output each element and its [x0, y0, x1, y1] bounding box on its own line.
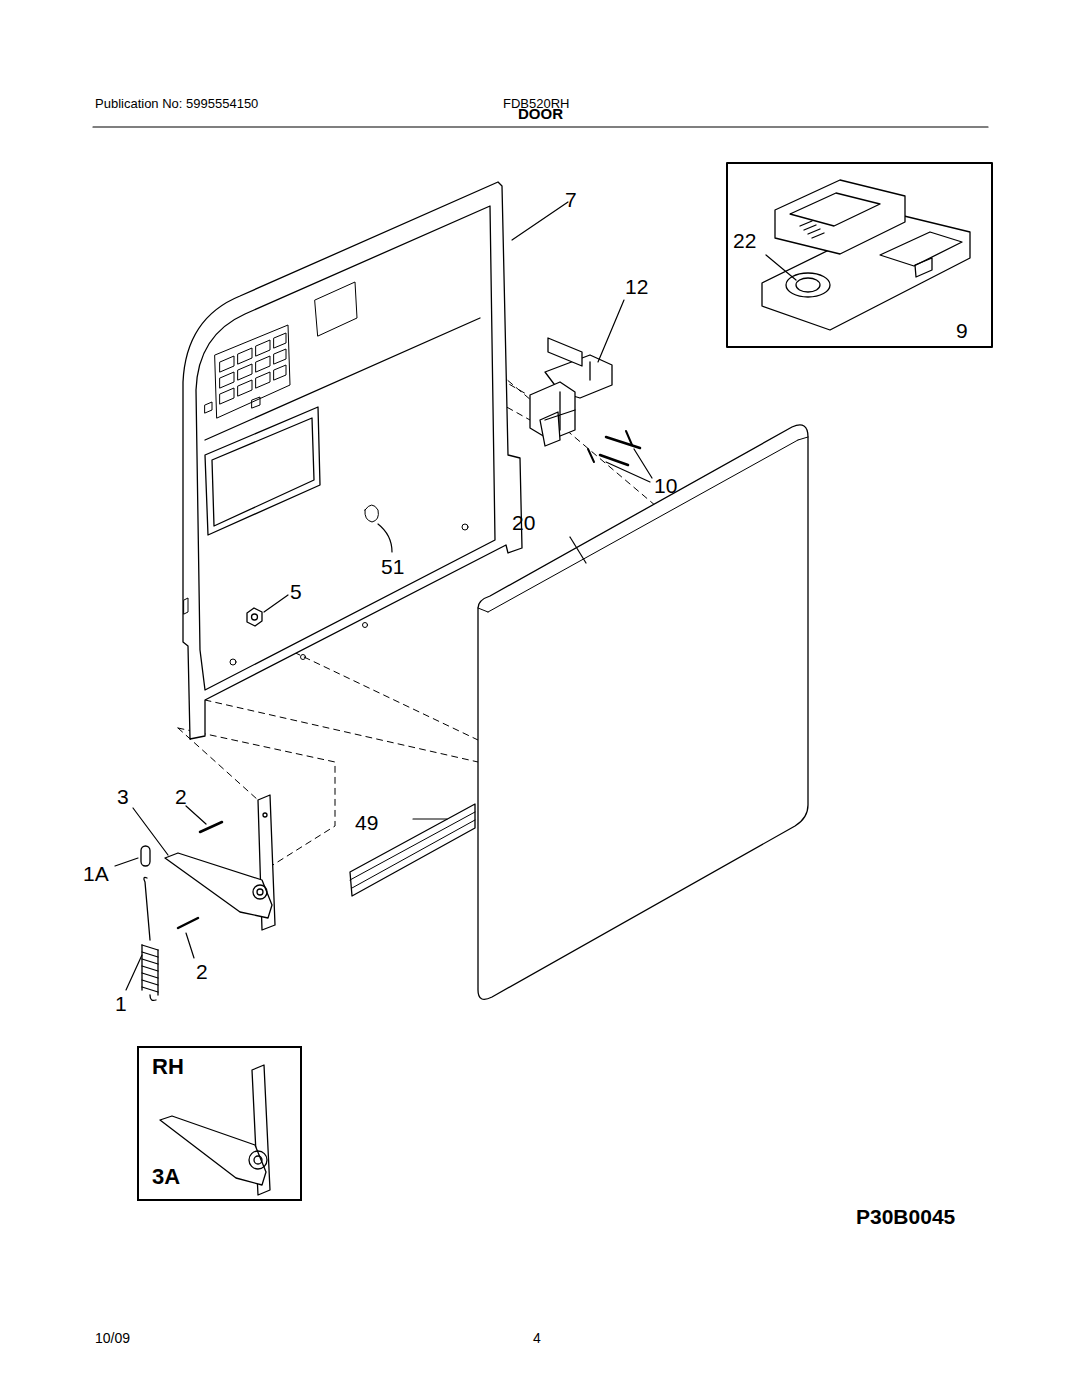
callout-number: 51	[381, 556, 404, 577]
callout-number: 22	[733, 230, 756, 251]
publication-number: Publication No: 5995554150	[95, 97, 258, 110]
callout-number: 5	[290, 581, 302, 602]
page-number: 4	[533, 1331, 541, 1345]
callout-number: 20	[512, 512, 535, 533]
callout-number: 1	[115, 993, 127, 1014]
detail-inset: RH 3A	[137, 1046, 302, 1201]
callout-number: 9	[956, 320, 968, 341]
callout-number: 10	[654, 475, 677, 496]
callout-number: 12	[625, 276, 648, 297]
inset-heading: RH	[152, 1056, 184, 1078]
callout-number: 3	[117, 786, 129, 807]
callout-number: 3A	[152, 1166, 180, 1188]
callout-number: 49	[355, 812, 378, 833]
callout-number: 2	[196, 961, 208, 982]
callout-number: 1A	[83, 863, 109, 884]
model-number: FDB520RH	[503, 97, 569, 110]
callout-number: 7	[565, 189, 577, 210]
callout-number: 2	[175, 786, 187, 807]
figure-code: P30B0045	[856, 1206, 955, 1227]
date: 10/09	[95, 1331, 130, 1345]
